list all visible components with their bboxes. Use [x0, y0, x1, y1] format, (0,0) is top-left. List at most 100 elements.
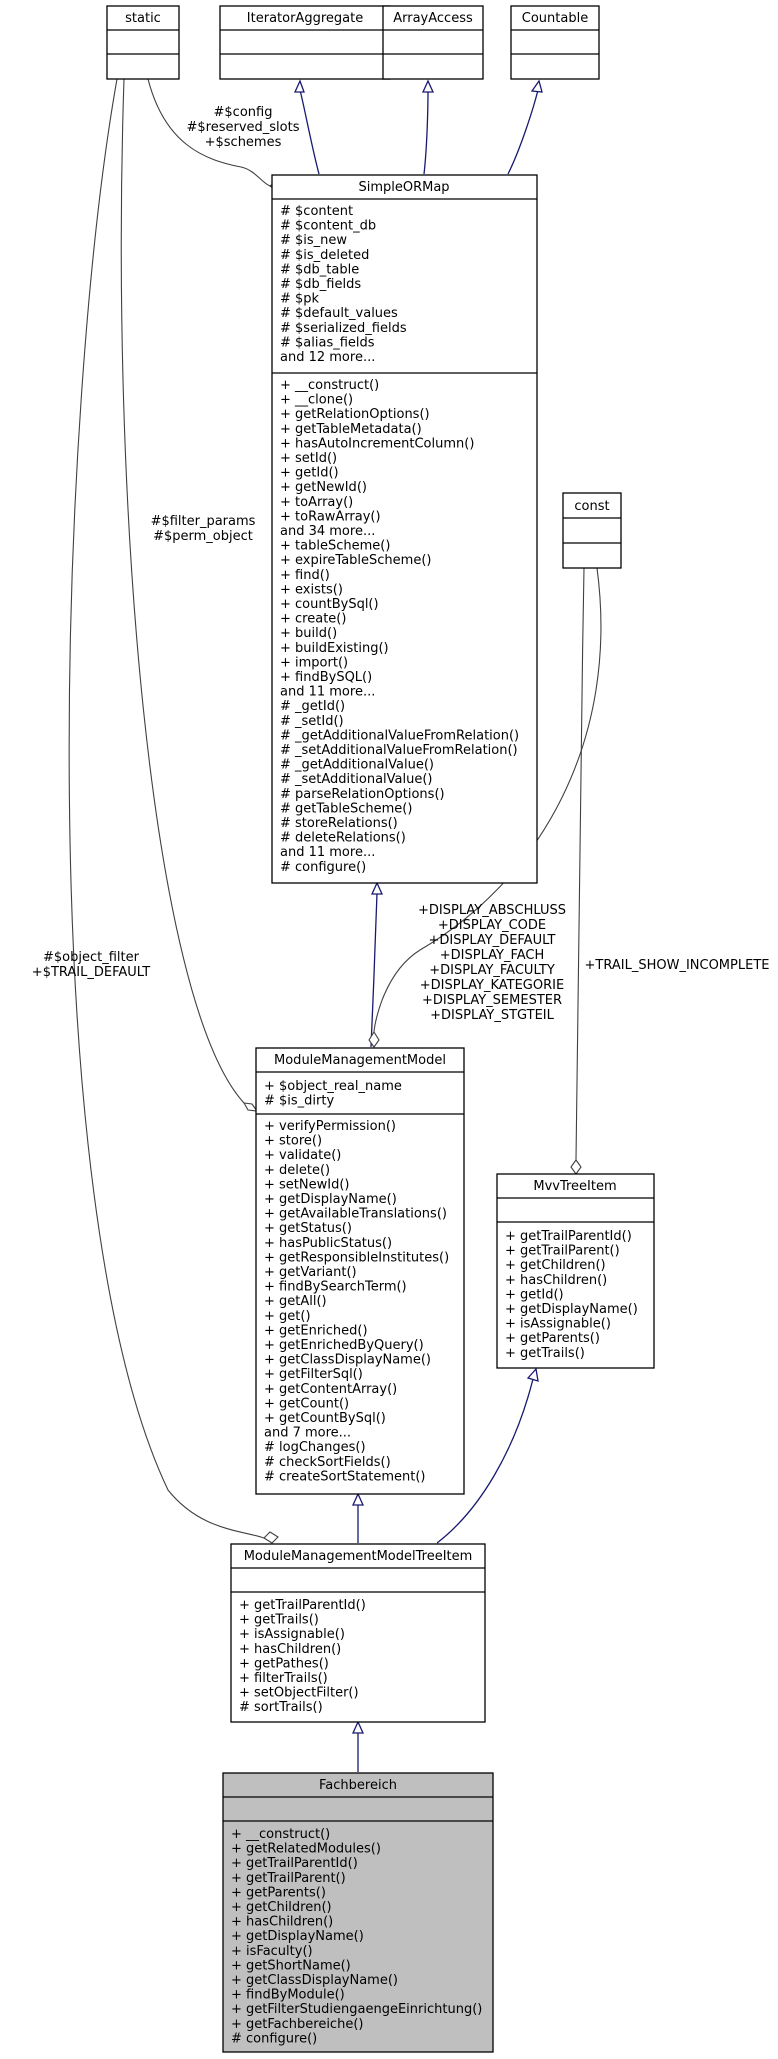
method-item: # _getId(): [280, 699, 345, 714]
method-item: + getTrailParent(): [505, 1244, 620, 1259]
method-item: and 11 more...: [280, 845, 375, 860]
method-item: # _setAdditionalValue(): [280, 772, 433, 787]
class-name: Fachbereich: [319, 1778, 397, 1793]
edge-label-display-abschluss: +DISPLAY_ABSCHLUSS: [418, 903, 566, 918]
method-item: + findByModule(): [231, 1988, 345, 2003]
class-name: IteratorAggregate: [247, 11, 363, 26]
class-countable[interactable]: Countable: [510, 5, 600, 80]
method-item: # _getAdditionalValueFromRelation(): [280, 728, 519, 743]
method-item: + store(): [264, 1134, 322, 1149]
method-item: + delete(): [264, 1163, 330, 1178]
inheritance-arrowhead-icon: [293, 79, 305, 93]
method-item: and 7 more...: [264, 1426, 351, 1441]
edge-const-to-mmm: [373, 567, 602, 1033]
method-item: + getDisplayName(): [505, 1302, 638, 1317]
edge-static-to-treeitem: [68, 78, 265, 1539]
attribute-item: + $object_real_name: [264, 1079, 402, 1094]
method-item: + getId(): [505, 1287, 564, 1302]
attribute-item: # $default_values: [280, 306, 398, 321]
class-fachbereich[interactable]: Fachbereich + __construct()+ getRelatedM…: [222, 1772, 494, 2053]
method-item: + setNewId(): [264, 1177, 349, 1192]
edge-label-object-filter: #$object_filter: [43, 950, 140, 965]
attribute-item: # $is_deleted: [280, 248, 369, 263]
class-name: ArrayAccess: [393, 11, 473, 26]
attribute-item: # $is_new: [280, 233, 347, 248]
method-item: + getEnriched(): [264, 1323, 368, 1338]
method-item: + getPathes(): [239, 1656, 329, 1671]
method-item: + __construct(): [231, 1827, 330, 1842]
method-item: + __clone(): [280, 393, 353, 408]
inheritance-arrowhead-icon: [370, 881, 384, 895]
edge-treeitem-to-mvv-tree-item: [436, 1378, 534, 1544]
inheritance-arrowhead-icon: [526, 1367, 539, 1382]
class-module-management-model-tree-item[interactable]: ModuleManagementModelTreeItem + getTrail…: [230, 1543, 486, 1723]
attribute-item: # $pk: [280, 292, 320, 307]
method-item: + __construct(): [280, 378, 379, 393]
edge-sorm-to-countable: [507, 89, 539, 175]
edge-label-trail-show-incomplete: +TRAIL_SHOW_INCOMPLETE: [585, 958, 770, 973]
method-item: + getDisplayName(): [231, 1929, 364, 1944]
method-item: # configure(): [280, 860, 366, 875]
edge-label-filter-params: #$filter_params: [151, 514, 256, 529]
method-item: + import(): [280, 655, 348, 670]
method-item: # deleteRelations(): [280, 831, 406, 846]
method-item: + getId(): [280, 466, 339, 481]
method-item: + getChildren(): [231, 1900, 332, 1915]
method-item: + create(): [280, 612, 346, 627]
method-item: + getEnrichedByQuery(): [264, 1338, 424, 1353]
class-array-access[interactable]: ArrayAccess: [382, 5, 484, 80]
method-item: + getTrailParentId(): [505, 1229, 632, 1244]
method-item: + getTrailParentId(): [239, 1598, 366, 1613]
method-item: # _setAdditionalValueFromRelation(): [280, 743, 518, 758]
method-item: + getShortName(): [231, 1958, 351, 1973]
attribute-list: # $content# $content_db# $is_new# $is_de…: [280, 204, 407, 365]
class-module-management-model[interactable]: ModuleManagementModel + $object_real_nam…: [255, 1047, 465, 1495]
edge-static-to-mmm: [120, 78, 245, 1104]
method-item: + getClassDisplayName(): [231, 1973, 398, 1988]
class-name: ModuleManagementModel: [274, 1053, 446, 1068]
edge-sorm-to-iterator-aggregate: [299, 89, 320, 175]
edge-label-reserved-slots: #$reserved_slots: [187, 120, 300, 135]
class-name: MvvTreeItem: [533, 1179, 616, 1194]
aggregation-diamond-icon: [263, 1531, 279, 1544]
class-iterator-aggregate[interactable]: IteratorAggregate: [219, 5, 391, 80]
class-simple-or-map[interactable]: SimpleORMap # $content# $content_db# $is…: [271, 174, 538, 884]
method-item: + getParents(): [231, 1885, 326, 1900]
method-item: + filterTrails(): [239, 1671, 328, 1686]
edge-mmm-to-sorm: [370, 892, 378, 1048]
edge-label-display-default: +DISPLAY_DEFAULT: [428, 933, 555, 948]
class-mvv-tree-item[interactable]: MvvTreeItem + getTrailParentId()+ getTra…: [496, 1173, 655, 1369]
method-item: + hasPublicStatus(): [264, 1236, 392, 1251]
inheritance-arrowhead-icon: [351, 1492, 365, 1506]
method-item: # logChanges(): [264, 1440, 366, 1455]
method-item: # sortTrails(): [239, 1700, 323, 1715]
edge-sorm-to-array-access: [423, 89, 429, 175]
edge-label-display-semester: +DISPLAY_SEMESTER: [422, 993, 562, 1008]
method-item: + getContentArray(): [264, 1382, 397, 1397]
inheritance-arrowhead-icon: [530, 79, 543, 93]
edge-label-perm-object: #$perm_object: [153, 529, 253, 544]
class-const[interactable]: const: [562, 492, 622, 569]
aggregation-diamond-icon: [368, 1030, 380, 1048]
class-static[interactable]: static: [106, 5, 180, 80]
method-item: + verifyPermission(): [264, 1119, 396, 1134]
edge-label-display-faculty: +DISPLAY_FACULTY: [429, 963, 555, 978]
method-item: # parseRelationOptions(): [280, 787, 445, 802]
attribute-item: # $db_fields: [280, 277, 361, 292]
method-item: + expireTableScheme(): [280, 553, 431, 568]
method-item: # getTableScheme(): [280, 801, 412, 816]
attribute-item: # $is_dirty: [264, 1094, 334, 1109]
method-item: + hasChildren(): [505, 1273, 607, 1288]
method-item: + getAll(): [264, 1294, 327, 1309]
edge-label-schemes: +$schemes: [205, 135, 282, 150]
method-item: + setId(): [280, 451, 337, 466]
method-item: + getTableMetadata(): [280, 422, 422, 437]
method-list: + __construct()+ getRelatedModules()+ ge…: [231, 1827, 482, 2046]
method-list: + verifyPermission()+ store()+ validate(…: [264, 1119, 449, 1484]
method-item: + getParents(): [505, 1331, 600, 1346]
method-list: + getTrailParentId()+ getTrailParent() + …: [505, 1229, 638, 1361]
edge-label-config: #$config: [214, 105, 273, 120]
method-item: + getTrails(): [239, 1613, 319, 1628]
method-item: + getRelationOptions(): [280, 407, 430, 422]
